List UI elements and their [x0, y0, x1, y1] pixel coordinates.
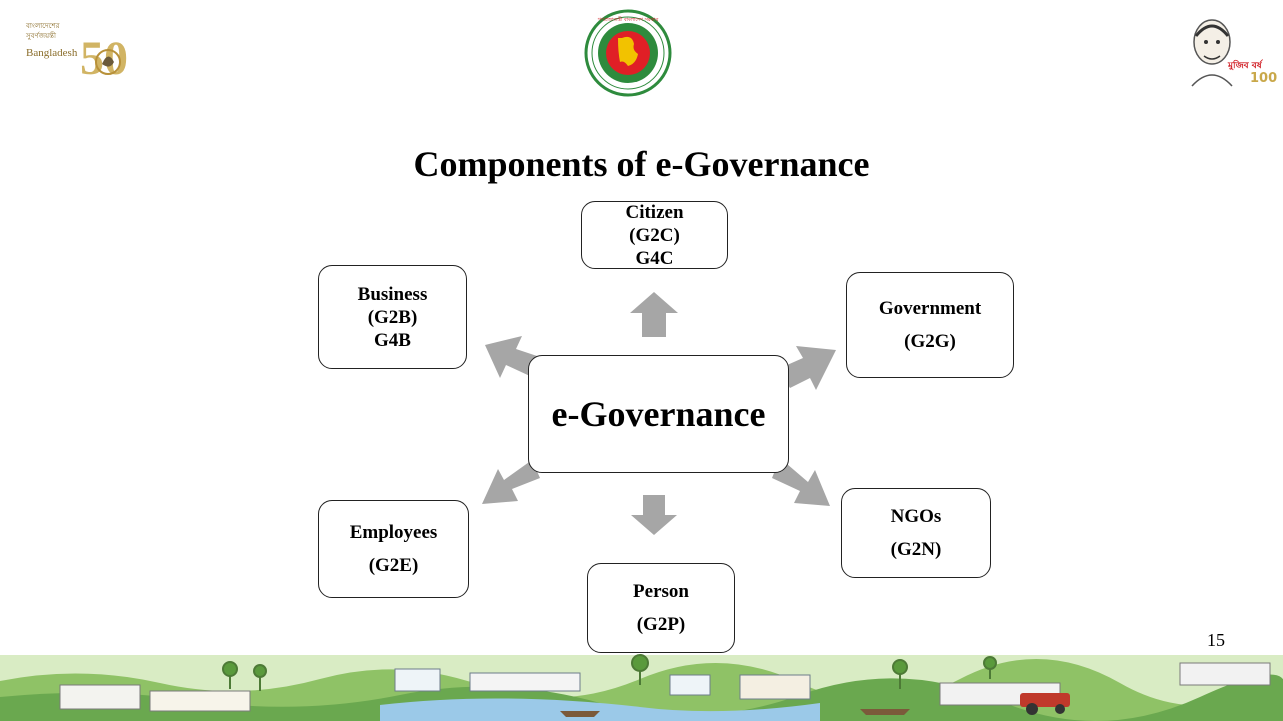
- svg-text:সুবর্ণজয়ন্তী: সুবর্ণজয়ন্তী: [25, 31, 57, 40]
- node-ngos: NGOs (G2N): [841, 488, 991, 578]
- svg-text:Bangladesh: Bangladesh: [26, 47, 78, 59]
- node-person-line-1: Person: [633, 581, 689, 602]
- node-business-line-3: G4B: [374, 329, 411, 351]
- node-person-line-2: (G2P): [636, 614, 686, 635]
- node-government: Government (G2G): [846, 272, 1014, 378]
- node-employees-line-2: (G2E): [368, 555, 419, 576]
- arrow-to-ngos: [772, 458, 830, 506]
- node-business-line-2: (G2B): [367, 306, 418, 328]
- node-person: Person (G2P): [587, 563, 735, 653]
- svg-text:গণপ্রজাতন্ত্রী বাংলাদেশ সরকার: গণপ্রজাতন্ত্রী বাংলাদেশ সরকার: [598, 16, 659, 23]
- node-citizen-line-1: Citizen: [625, 201, 684, 223]
- node-ngos-line-2: (G2N): [890, 539, 942, 560]
- node-business-line-1: Business: [357, 283, 428, 305]
- node-citizen-line-3: G4C: [635, 247, 674, 269]
- mujib-100-logo: মুজিব বর্ষ 100: [1191, 19, 1277, 87]
- arrow-to-government: [778, 346, 836, 390]
- arrow-to-employees: [482, 460, 540, 504]
- node-government-line-1: Government: [878, 298, 982, 319]
- center-node-e-governance: e-Governance: [528, 355, 789, 473]
- government-seal-logo: গণপ্রজাতন্ত্রী বাংলাদেশ সরকার: [584, 9, 672, 97]
- arrow-to-business: [485, 336, 540, 378]
- arrow-to-citizen: [630, 292, 678, 337]
- node-ngos-line-1: NGOs: [890, 506, 942, 527]
- node-government-line-2: (G2G): [904, 331, 956, 352]
- center-node-label: e-Governance: [551, 394, 766, 434]
- node-business: Business (G2B) G4B: [318, 265, 467, 369]
- node-employees-line-1: Employees: [349, 522, 438, 543]
- page-number: 15: [1207, 630, 1225, 650]
- node-citizen: Citizen (G2C) G4C: [581, 201, 728, 269]
- bangladesh-50-logo: বাংলাদেশের সুবর্ণজয়ন্তী Bangladesh 50: [25, 22, 128, 85]
- svg-text:বাংলাদেশের: বাংলাদেশের: [25, 22, 60, 30]
- svg-text:মুজিব বর্ষ: মুজিব বর্ষ: [1227, 59, 1264, 72]
- landscape-banner-illustration: [0, 654, 1283, 721]
- node-citizen-line-2: (G2C): [629, 224, 680, 246]
- arrow-to-person: [631, 495, 677, 535]
- svg-text:100: 100: [1250, 71, 1277, 86]
- node-employees: Employees (G2E): [318, 500, 469, 598]
- slide-title: Components of e-Governance: [413, 144, 870, 184]
